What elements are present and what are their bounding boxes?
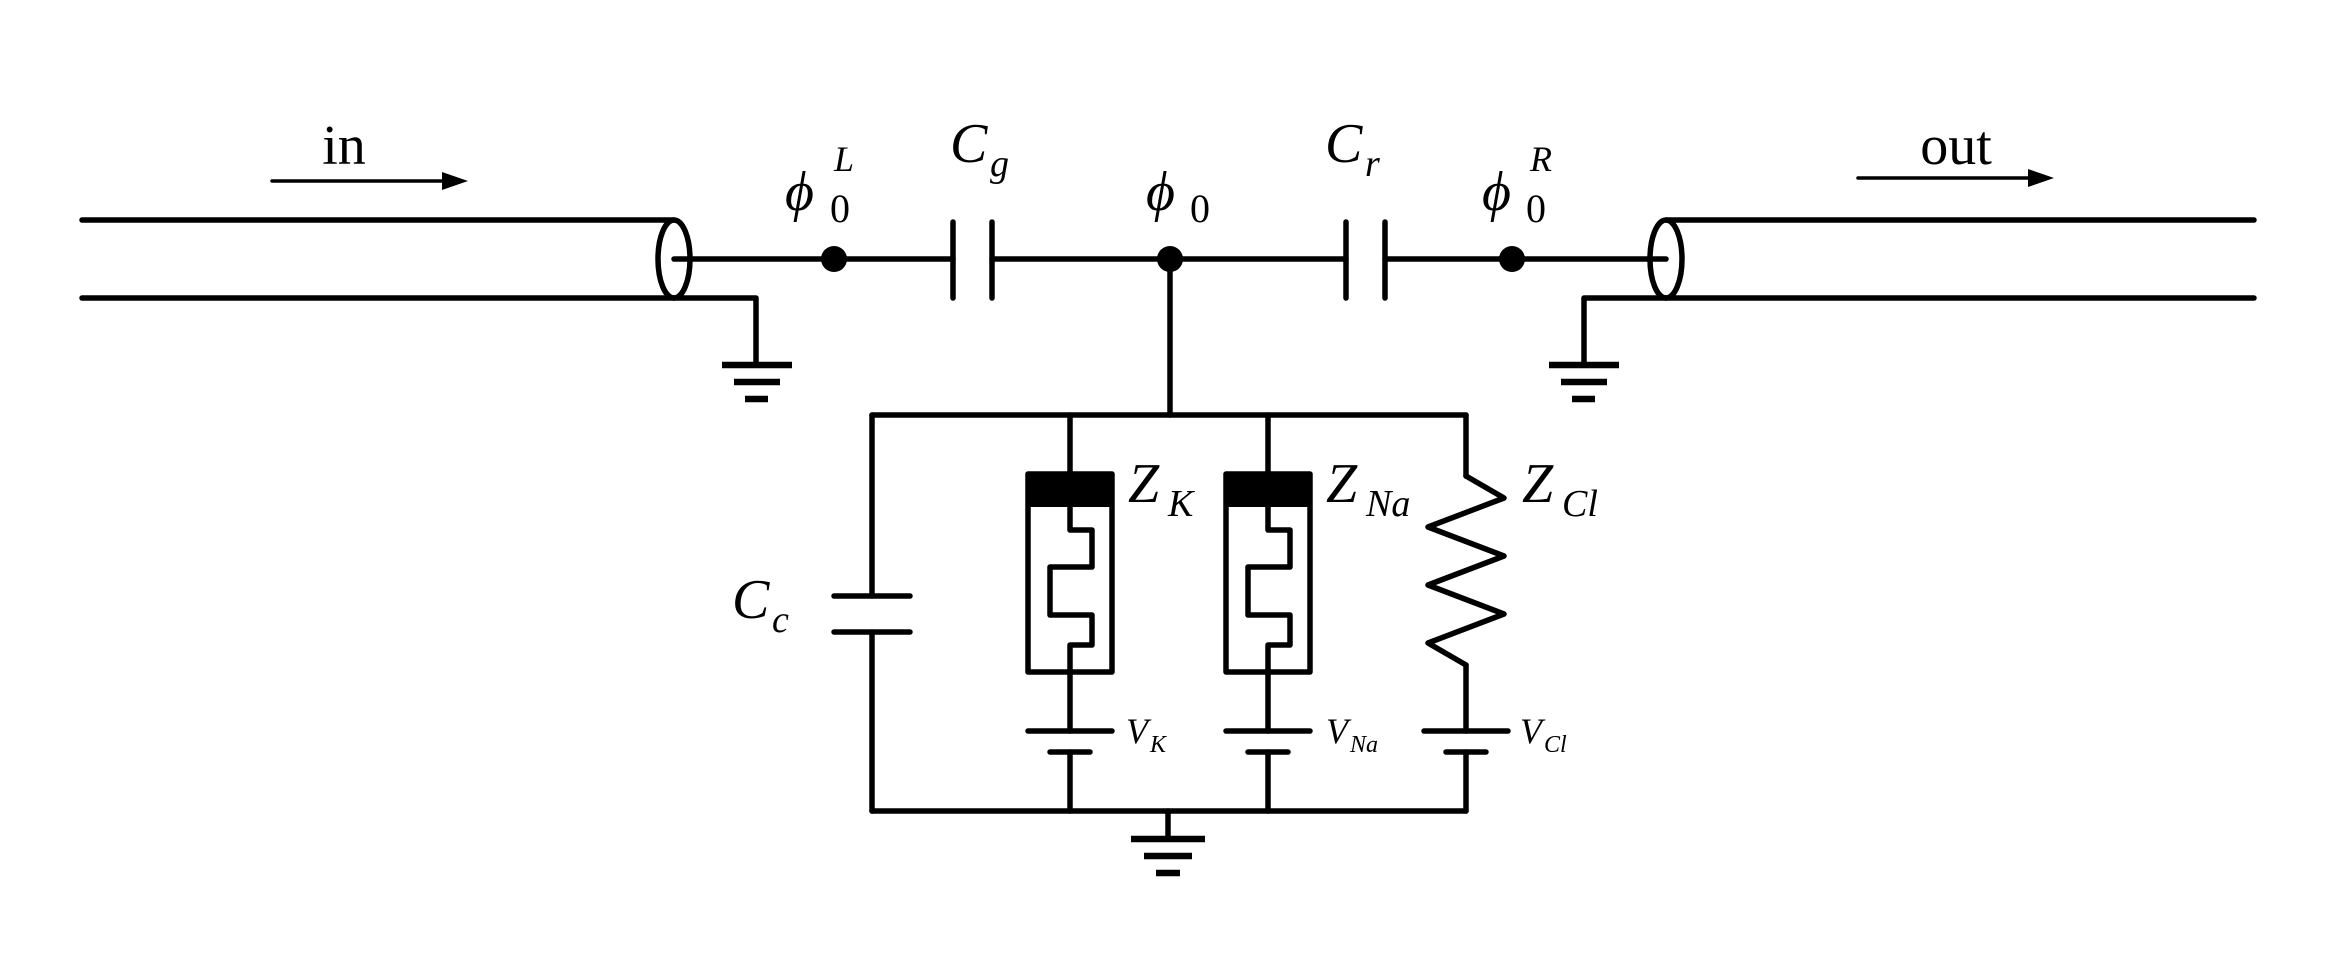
capacitor-cc	[831, 412, 913, 814]
svg-text:Z: Z	[1522, 453, 1554, 515]
membrane-bus	[869, 256, 1469, 814]
zcl-label: Z Cl	[1522, 453, 1598, 525]
svg-text:ϕ: ϕ	[1482, 161, 1511, 223]
capacitor-cg	[831, 219, 1173, 301]
ground-symbol-bottom	[1131, 808, 1205, 877]
svg-text:V: V	[1126, 711, 1152, 751]
cc-label: C c	[732, 569, 789, 641]
phi0-label: ϕ 0	[1146, 161, 1210, 231]
resistor-zcl	[1425, 412, 1507, 734]
ground-symbol-left	[722, 361, 792, 403]
svg-text:Na: Na	[1349, 732, 1378, 758]
svg-text:g: g	[990, 143, 1009, 185]
ground-symbol-right	[1549, 361, 1619, 403]
svg-text:Z: Z	[1128, 453, 1160, 515]
cr-label: C r	[1325, 113, 1380, 185]
battery-vcl	[1421, 728, 1511, 814]
svg-text:0: 0	[1526, 186, 1546, 231]
input-label: in	[322, 115, 366, 177]
output-transmission-line	[1509, 217, 2257, 368]
svg-text:0: 0	[1190, 186, 1210, 231]
phi0-right-label: ϕ 0 R	[1482, 139, 1552, 231]
svg-text:C: C	[732, 569, 770, 631]
svg-text:C: C	[1325, 113, 1363, 175]
svg-text:Cl: Cl	[1562, 483, 1598, 525]
svg-text:r: r	[1365, 143, 1380, 185]
battery-vna	[1223, 728, 1313, 814]
vcl-label: V Cl	[1520, 711, 1567, 758]
svg-text:K: K	[1149, 732, 1168, 758]
input-arrow	[270, 172, 468, 190]
svg-text:0: 0	[830, 186, 850, 231]
output-label: out	[1920, 115, 1992, 177]
input-transmission-line	[79, 217, 837, 368]
svg-text:L: L	[833, 139, 854, 179]
impedance-zk	[1025, 412, 1115, 734]
svg-text:ϕ: ϕ	[1146, 161, 1175, 223]
svg-text:R: R	[1529, 139, 1552, 179]
svg-text:V: V	[1326, 711, 1352, 751]
cg-label: C g	[950, 113, 1009, 185]
vna-label: V Na	[1326, 711, 1378, 758]
phi0-left-label: ϕ 0 L	[785, 139, 854, 231]
svg-text:c: c	[772, 599, 789, 641]
svg-text:ϕ: ϕ	[785, 161, 814, 223]
impedance-zna	[1223, 412, 1313, 734]
capacitor-cr	[1167, 219, 1515, 301]
zna-label: Z Na	[1326, 453, 1410, 525]
svg-text:Z: Z	[1326, 453, 1358, 515]
output-arrow	[1856, 169, 2054, 187]
svg-text:Cl: Cl	[1544, 732, 1567, 758]
svg-text:K: K	[1167, 483, 1195, 525]
svg-text:V: V	[1520, 711, 1546, 751]
vk-label: V K	[1126, 711, 1168, 758]
battery-vk	[1025, 728, 1115, 814]
zk-label: Z K	[1128, 453, 1195, 525]
svg-text:Na: Na	[1365, 483, 1410, 525]
svg-text:C: C	[950, 113, 988, 175]
